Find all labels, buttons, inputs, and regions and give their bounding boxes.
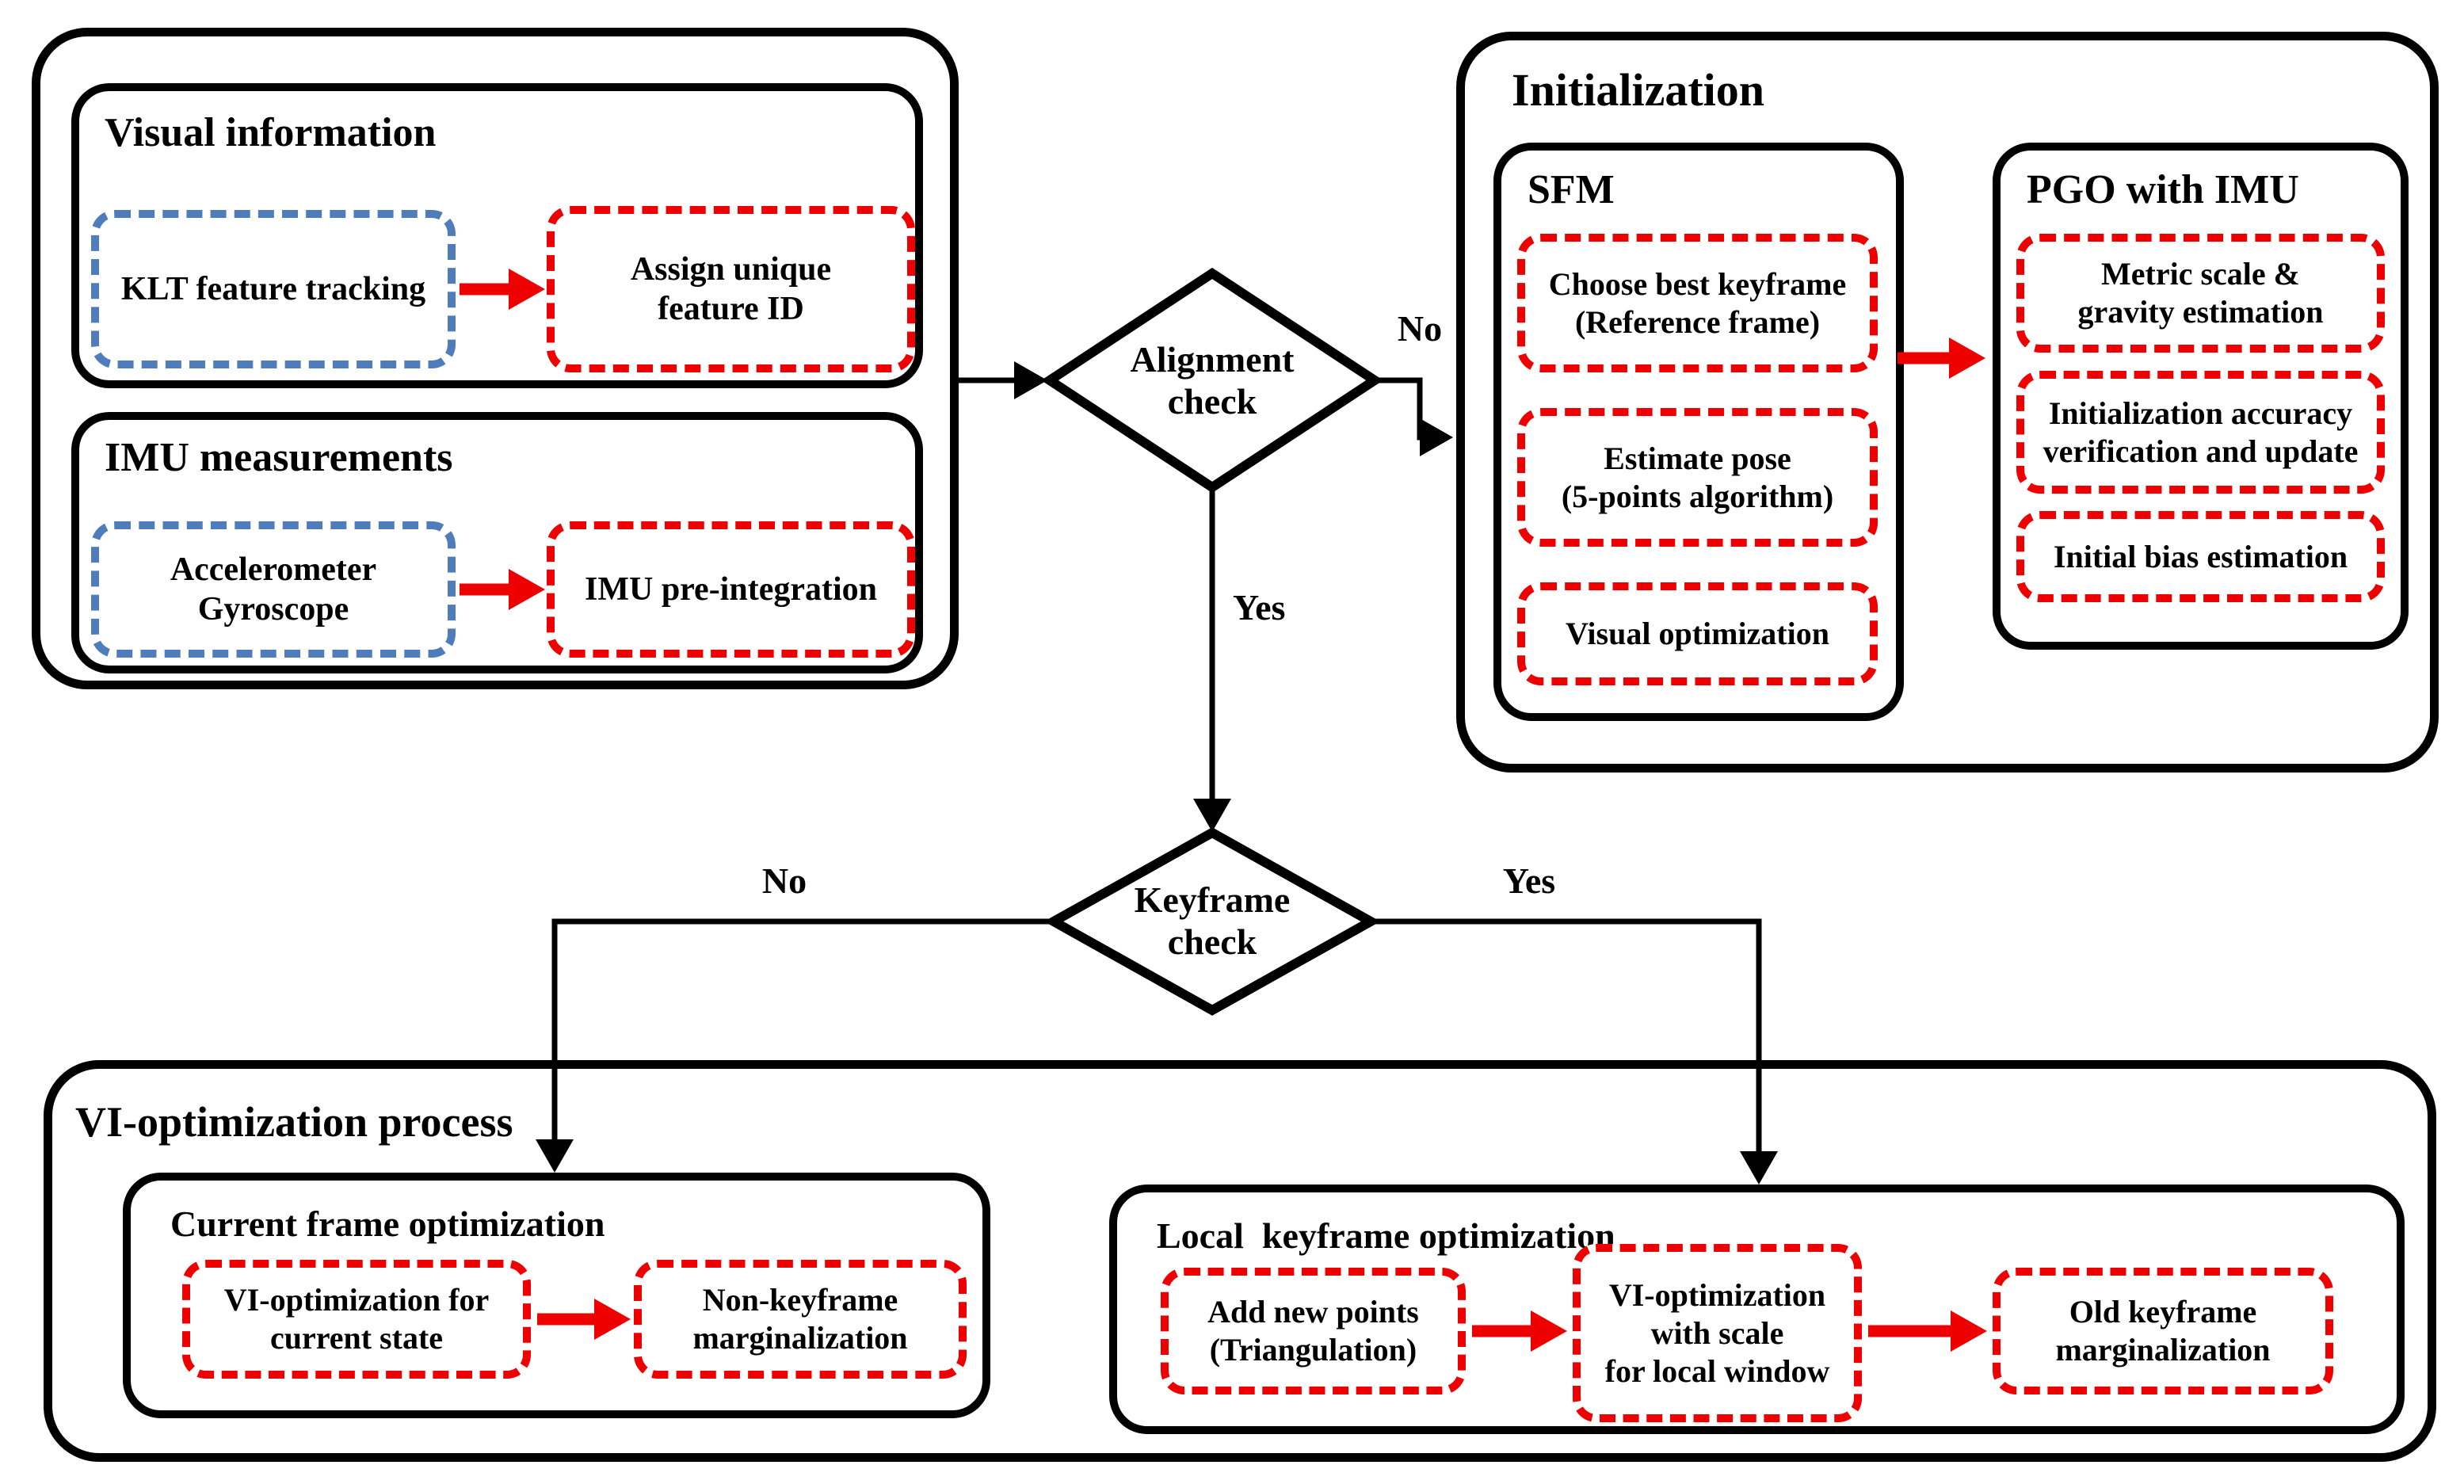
estimate-pose-label: Estimate pose (5-points algorithm) (1561, 440, 1834, 514)
initialization-title: Initialization (1512, 64, 1765, 116)
vi-optimization-with-scale-box: VI-optimization with scale for local win… (1573, 1244, 1862, 1422)
initialization-accuracy-label: Initialization accuracy verification and… (2043, 395, 2359, 469)
alignment-check-label: Alignment check (1130, 339, 1295, 422)
keyframe-no-label: No (761, 860, 807, 901)
vi-optimization-process-title: VI-optimization process (75, 1098, 513, 1146)
accelerometer-gyroscope-label: Accelerometer Gyroscope (170, 551, 377, 628)
local-keyframe-optimization-title: Local keyframe optimization (1157, 1215, 1615, 1256)
klt-feature-tracking-box: KLT feature tracking (91, 210, 456, 368)
alignment-no-elbow-line (1375, 377, 1423, 441)
sfm-title: SFM (1528, 167, 1615, 212)
accelerometer-gyroscope-box: Accelerometer Gyroscope (91, 521, 456, 658)
alignment-no-label: No (1397, 308, 1443, 349)
add-new-points-label: Add new points (Triangulation) (1207, 1294, 1419, 1368)
imu-preintegration-box: IMU pre-integration (547, 521, 915, 658)
old-keyframe-marginalization-box: Old keyframe marginalization (1993, 1268, 2333, 1394)
keyframe-check-label: Keyframe check (1134, 879, 1291, 962)
assign-feature-id-label: Assign unique feature ID (630, 250, 832, 327)
initial-bias-estimation-box: Initial bias estimation (2016, 511, 2385, 602)
alignment-no-arrowhead-icon (1420, 418, 1453, 456)
metric-scale-gravity-box: Metric scale & gravity estimation (2016, 234, 2385, 353)
vi-optimization-current-state-label: VI-optimization for current state (223, 1282, 490, 1356)
visual-optimization-box: Visual optimization (1517, 582, 1878, 685)
imu-measurements-title: IMU measurements (105, 435, 453, 480)
input-to-alignment-arrowhead-icon (1014, 361, 1047, 399)
assign-feature-id-box: Assign unique feature ID (547, 206, 915, 372)
visual-optimization-label: Visual optimization (1566, 616, 1829, 651)
klt-feature-tracking-label: KLT feature tracking (120, 270, 426, 307)
imu-preintegration-label: IMU pre-integration (585, 570, 877, 608)
add-new-points-box: Add new points (Triangulation) (1161, 1268, 1466, 1394)
visual-information-title: Visual information (105, 110, 437, 155)
estimate-pose-box: Estimate pose (5-points algorithm) (1517, 408, 1878, 547)
vi-optimization-current-state-box: VI-optimization for current state (182, 1260, 531, 1379)
metric-scale-gravity-label: Metric scale & gravity estimation (2077, 256, 2324, 330)
alignment-yes-label: Yes (1233, 587, 1286, 628)
initial-bias-estimation-label: Initial bias estimation (2053, 538, 2348, 574)
vi-optimization-with-scale-label: VI-optimization with scale for local win… (1604, 1276, 1830, 1389)
pgo-with-imu-title: PGO with IMU (2027, 167, 2299, 212)
current-frame-optimization-title: Current frame optimization (170, 1204, 605, 1244)
non-keyframe-marginalization-box: Non-keyframe marginalization (634, 1260, 967, 1379)
alignment-yes-arrowhead-icon (1193, 799, 1231, 832)
non-keyframe-marginalization-label: Non-keyframe marginalization (692, 1282, 908, 1356)
old-keyframe-marginalization-label: Old keyframe marginalization (2055, 1294, 2271, 1368)
choose-best-keyframe-label: Choose best keyframe (Reference frame) (1548, 265, 1847, 340)
initialization-accuracy-box: Initialization accuracy verification and… (2016, 371, 2385, 494)
keyframe-yes-label: Yes (1502, 860, 1556, 901)
choose-best-keyframe-box: Choose best keyframe (Reference frame) (1517, 234, 1878, 372)
